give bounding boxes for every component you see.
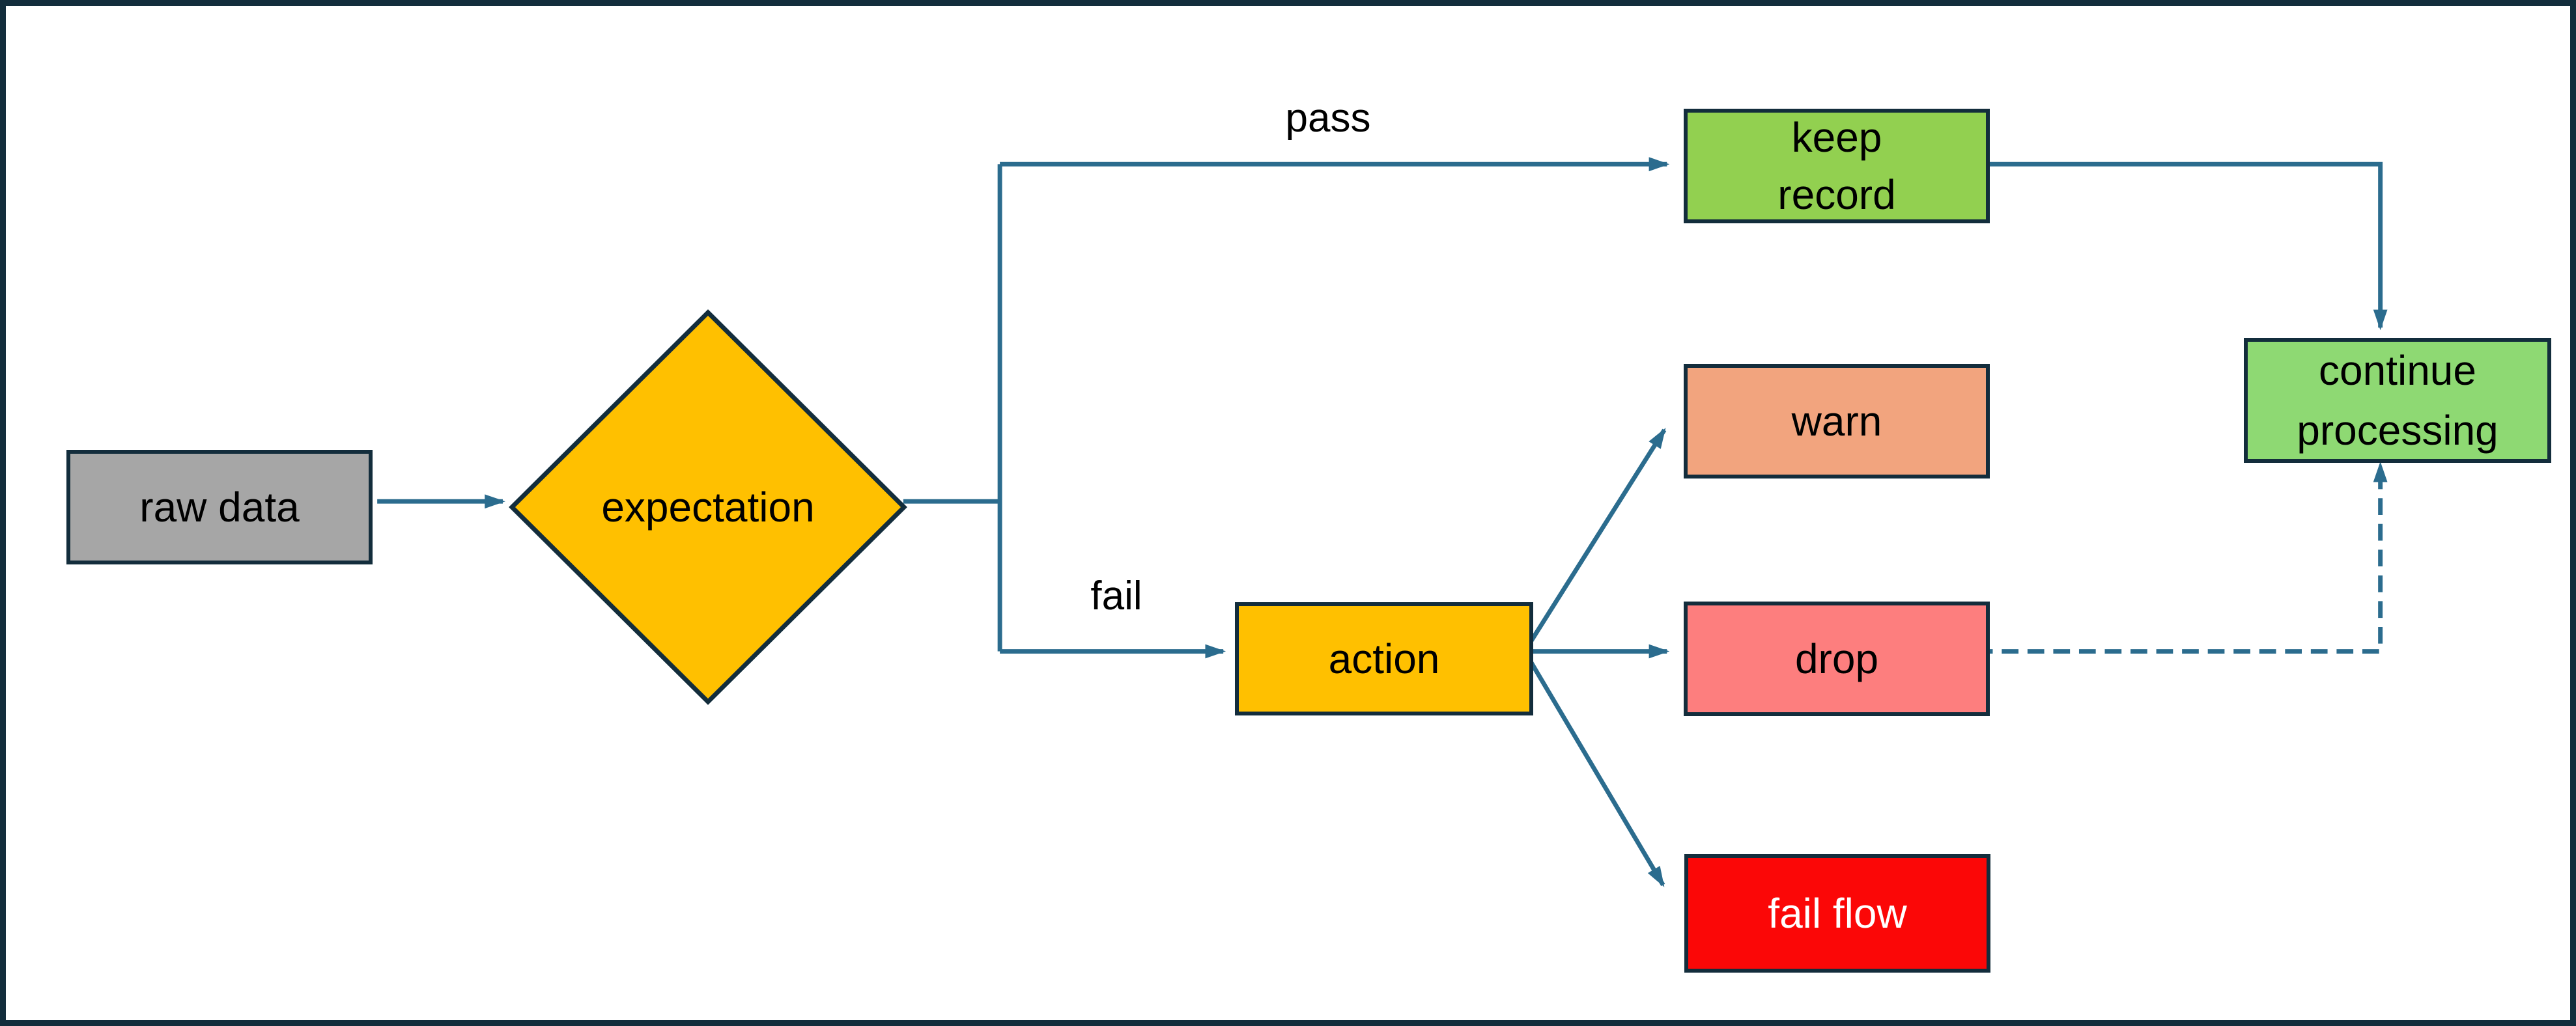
edge-label-pass: pass xyxy=(1285,96,1371,141)
node-label-line2: record xyxy=(1777,171,1896,218)
node-label: fail flow xyxy=(1768,890,1907,937)
node-label-line1: continue xyxy=(2319,347,2476,394)
node-keep-record: keep record xyxy=(1684,109,1990,223)
node-label: warn xyxy=(1791,398,1882,445)
node-drop: drop xyxy=(1684,602,1990,716)
node-label: drop xyxy=(1794,635,1879,682)
node-fail-flow: fail flow xyxy=(1684,854,1990,973)
node-label-line2: processing xyxy=(2297,407,2498,454)
edge-label-fail: fail xyxy=(1090,574,1142,618)
node-label: raw data xyxy=(139,484,300,531)
node-label: expectation xyxy=(601,484,815,531)
edge-keep-record-to-continue xyxy=(1975,161,2388,331)
edge-action-to-warn xyxy=(1522,428,1667,653)
node-label: action xyxy=(1328,635,1440,682)
connector-layer xyxy=(377,157,2388,887)
diamond-shape xyxy=(509,309,907,705)
node-warn: warn xyxy=(1684,364,1990,478)
node-expectation: expectation xyxy=(509,309,907,705)
edge-action-to-fail-flow xyxy=(1522,650,1665,887)
node-action: action xyxy=(1235,602,1533,715)
node-raw-data: raw data xyxy=(66,450,373,564)
node-continue-processing: continue processing xyxy=(2244,338,2551,463)
node-label-line1: keep xyxy=(1791,114,1882,161)
edge-drop-to-continue-dashed xyxy=(1975,461,2388,654)
edge-branch-trunk xyxy=(903,164,1002,652)
